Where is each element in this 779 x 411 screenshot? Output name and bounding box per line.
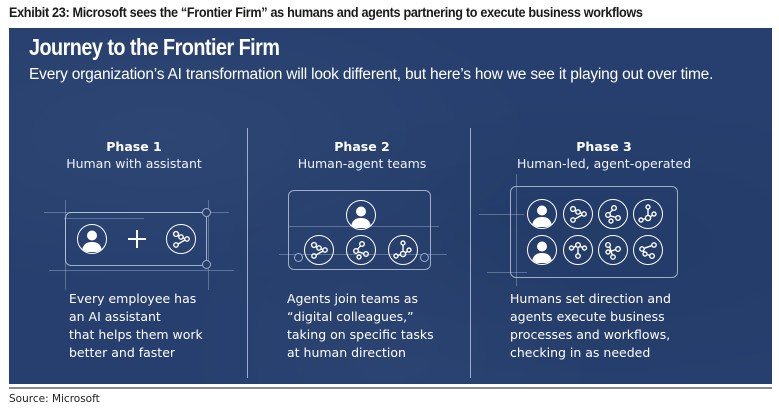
source-divider <box>9 387 772 389</box>
phase-2-description: Agents join teams as “digital colleagues… <box>287 291 434 360</box>
phase-3-blueprint-box <box>510 186 678 278</box>
human-icon <box>77 224 107 254</box>
blueprint-dot <box>202 260 211 269</box>
phase-2-name: Human-agent teams <box>297 156 427 171</box>
human-icon <box>527 199 557 229</box>
phase-3-number: Phase 3 <box>576 139 632 154</box>
phase-2-number: Phase 2 <box>334 139 390 154</box>
phase-3-description: Humans set direction and agents execute … <box>510 291 671 360</box>
blueprint-dot <box>294 253 303 262</box>
agent-icon <box>633 199 663 229</box>
human-icon <box>527 235 557 265</box>
blueprint-line <box>208 200 209 290</box>
plus-icon <box>128 230 146 248</box>
frontier-firm-panel: Journey to the Frontier Firm Every organ… <box>9 28 772 384</box>
phase-2-header: Phase 2 Human-agent teams <box>267 138 457 172</box>
agent-icon <box>304 235 334 265</box>
phase-divider-1 <box>247 128 248 378</box>
phase-1-number: Phase 1 <box>106 139 162 154</box>
phase-1-blueprint-box <box>65 212 207 266</box>
blueprint-dot <box>202 208 211 217</box>
phase-2-blueprint-box <box>288 190 431 270</box>
agent-icon <box>346 235 376 265</box>
phase-1-name: Human with assistant <box>66 156 202 171</box>
phase-1-description: Every employee has an AI assistant that … <box>69 291 203 360</box>
agent-icon <box>388 235 418 265</box>
source-note: Source: Microsoft <box>9 393 100 405</box>
blueprint-line <box>487 272 527 273</box>
phase-1-header: Phase 1 Human with assistant <box>39 138 229 172</box>
agent-icon <box>598 199 628 229</box>
blueprint-dot <box>420 253 429 262</box>
phase-3-header: Phase 3 Human-led, agent-operated <box>499 138 709 172</box>
blueprint-line <box>516 174 517 286</box>
panel-title: Journey to the Frontier Firm <box>29 34 280 60</box>
phase-divider-2 <box>470 128 471 378</box>
human-icon <box>346 200 376 230</box>
phase-3-name: Human-led, agent-operated <box>516 156 692 171</box>
agent-icon <box>563 199 593 229</box>
blueprint-line <box>479 214 524 215</box>
agent-icon <box>633 235 663 265</box>
agent-icon <box>166 224 196 254</box>
panel-subtitle: Every organization’s AI transformation w… <box>29 66 714 83</box>
agent-icon <box>563 235 593 265</box>
agent-icon <box>598 235 628 265</box>
blueprint-line <box>49 270 234 271</box>
exhibit-title: Exhibit 23: Microsoft sees the “Frontier… <box>9 5 643 20</box>
blueprint-line <box>64 218 144 219</box>
